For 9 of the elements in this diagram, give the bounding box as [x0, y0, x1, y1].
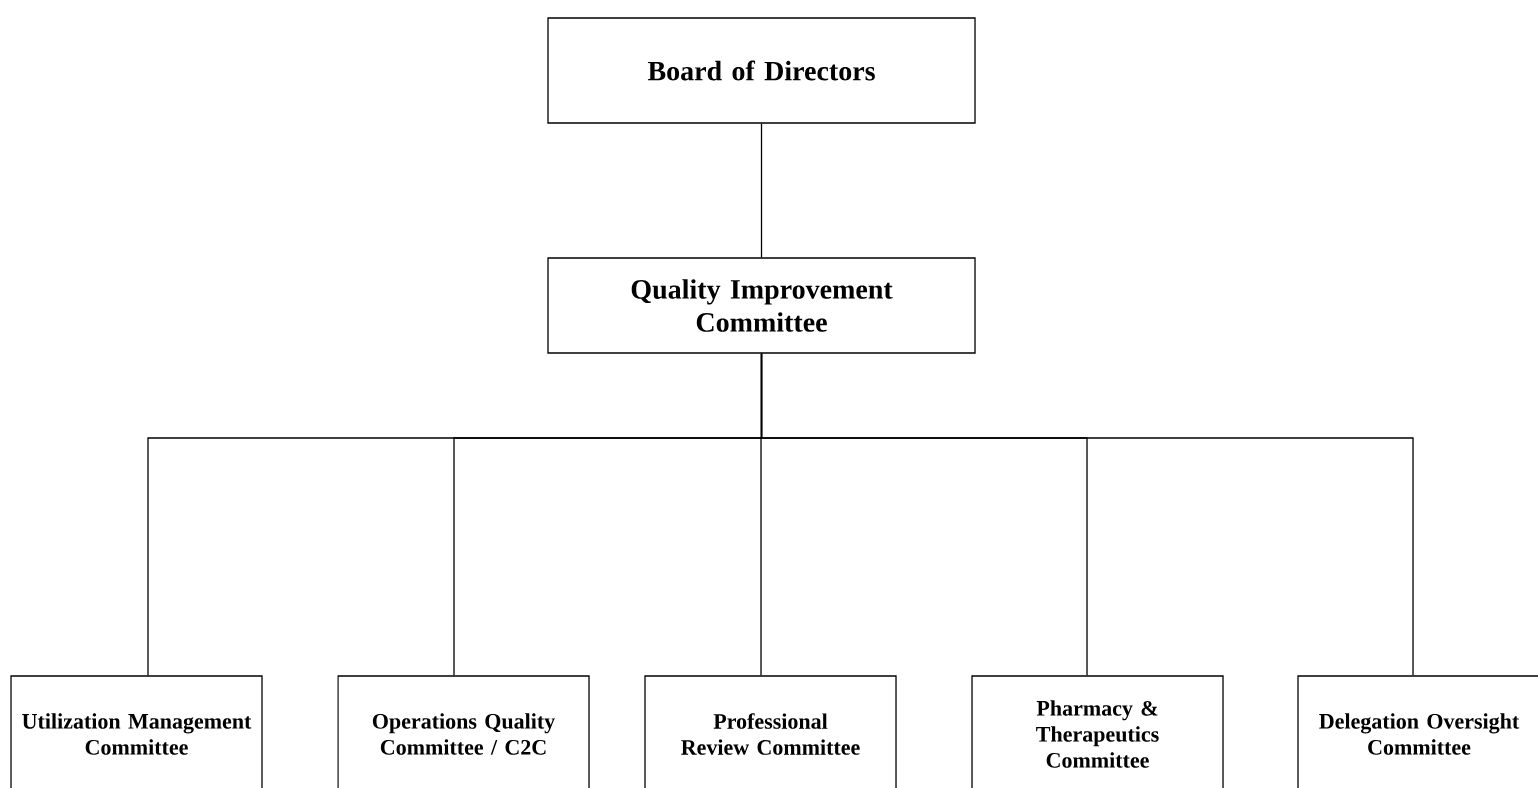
connector-line [760, 123, 763, 258]
committee-box: Pharmacy & Therapeutics Committee [971, 675, 1224, 788]
committee-box: Quality Improvement Committee [547, 257, 976, 354]
committee-box: Delegation Oversight Committee [1297, 675, 1538, 788]
committee-box: Board of Directors [547, 17, 976, 124]
connector-line [760, 353, 1414, 676]
committee-box: Utilization Management Committee [10, 675, 263, 788]
committee-box: Professional Review Committee [644, 675, 897, 788]
committee-box: Operations Quality Committee / C2C [337, 675, 590, 788]
